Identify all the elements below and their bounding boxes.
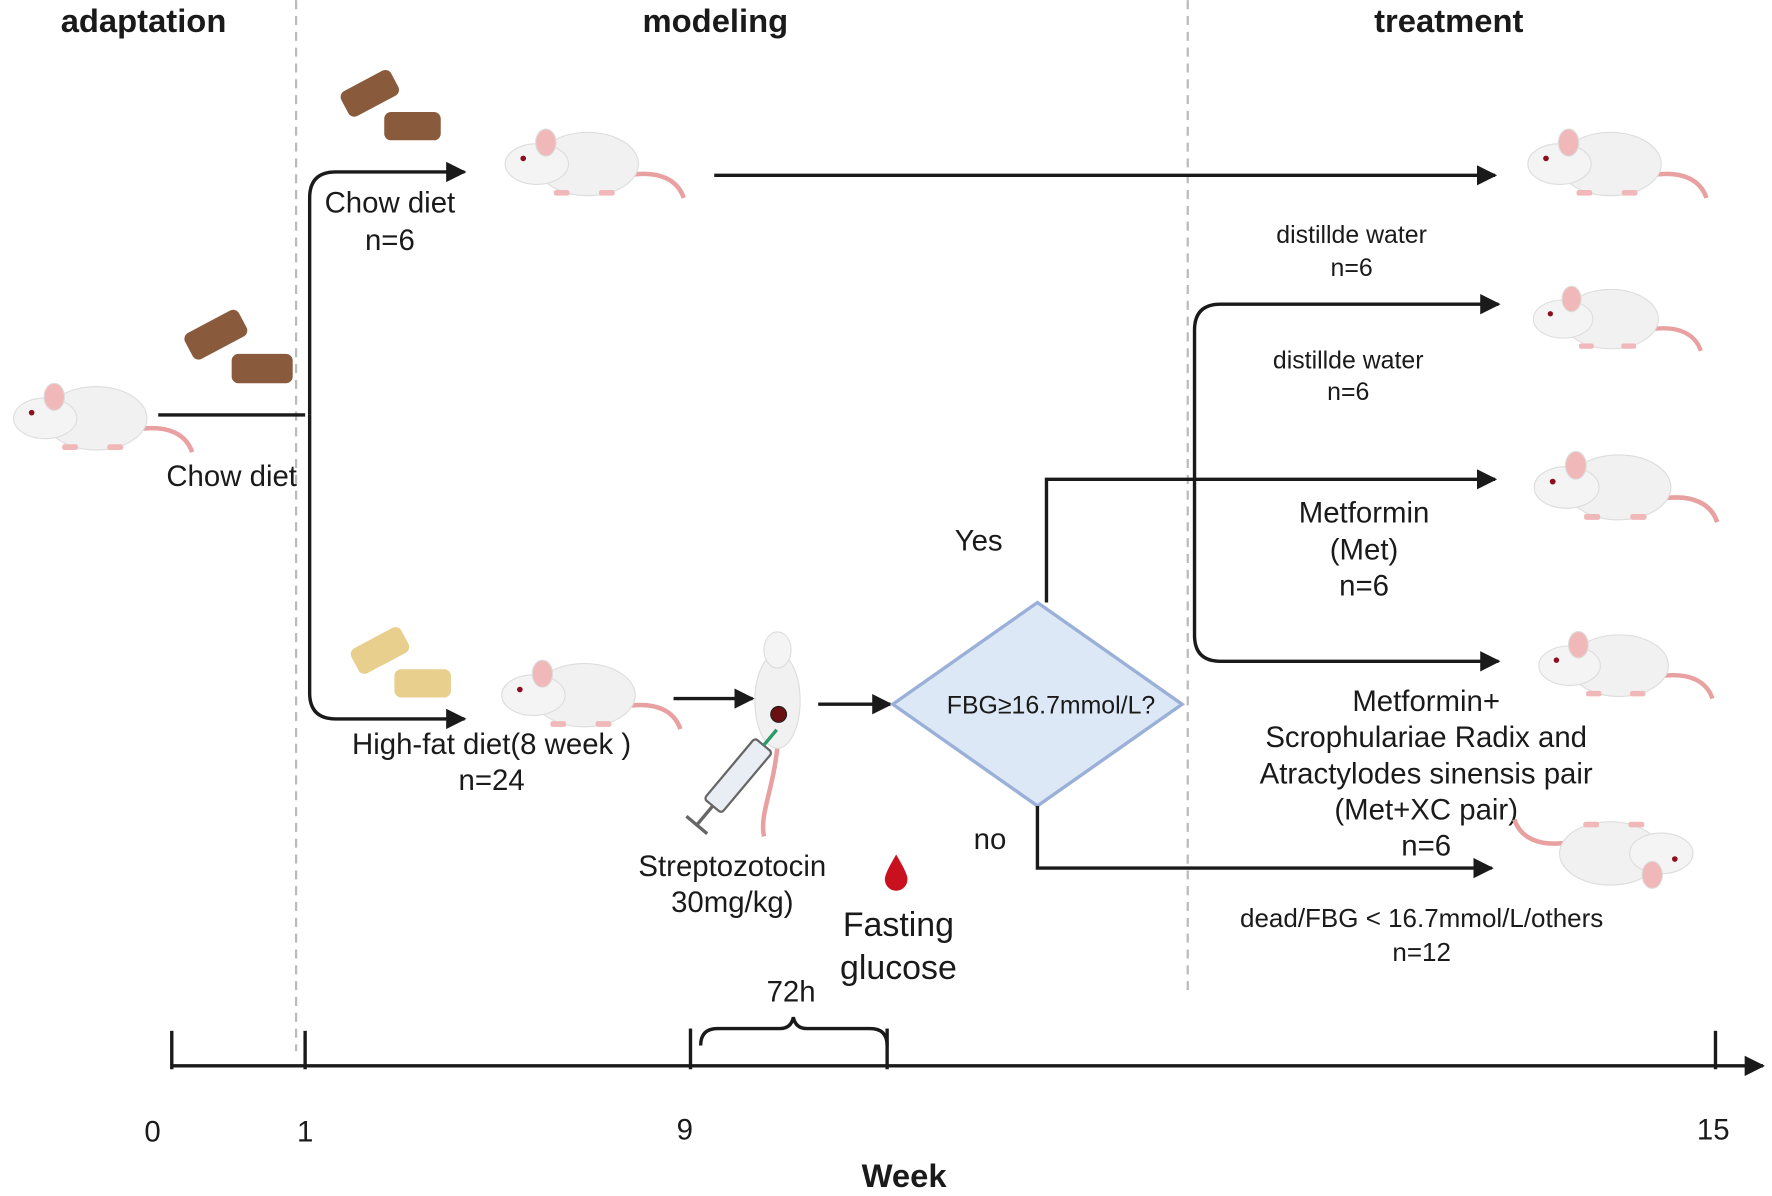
arrow-yes bbox=[1044, 469, 1498, 603]
group-4-line2: Scrophulariae Radix and bbox=[1265, 721, 1587, 754]
chow-pellet-icon bbox=[340, 69, 441, 141]
group-3-n: n=6 bbox=[1339, 570, 1389, 603]
model-n-label: n=24 bbox=[459, 764, 525, 797]
mouse-icon bbox=[1534, 451, 1717, 522]
mouse-icon bbox=[502, 660, 681, 729]
mouse-icon bbox=[1533, 286, 1700, 351]
injected-mouse-icon bbox=[754, 631, 801, 837]
group-3-line2: (Met) bbox=[1330, 534, 1399, 567]
fasting-line2: glucose bbox=[840, 949, 957, 987]
interval-brace bbox=[698, 1016, 889, 1046]
injection-line1: Streptozotocin bbox=[638, 850, 826, 883]
arrow-group-4 bbox=[1192, 479, 1501, 672]
dead-mouse-icon bbox=[1514, 820, 1693, 889]
control-diet-label: Chow diet bbox=[325, 187, 456, 220]
arrow-no bbox=[1035, 805, 1494, 879]
interval-label: 72h bbox=[767, 975, 816, 1008]
decision-diamond bbox=[889, 600, 1186, 809]
phase-modeling: modeling bbox=[643, 2, 789, 39]
timeline-ticks bbox=[170, 1028, 1718, 1070]
group-1-n: n=6 bbox=[1331, 254, 1373, 282]
excluded-label: dead/FBG < 16.7mmol/L/others bbox=[1240, 903, 1603, 933]
tick-label: 15 bbox=[1697, 1113, 1730, 1146]
axis-label: Week bbox=[862, 1157, 948, 1194]
group-1-label: distillde water bbox=[1276, 221, 1427, 249]
control-n-label: n=6 bbox=[365, 224, 415, 257]
adaptation-diet-label: Chow diet bbox=[166, 460, 297, 493]
fasting-line1: Fasting bbox=[843, 906, 954, 944]
arrow-group-2 bbox=[1192, 294, 1501, 480]
phase-treatment: treatment bbox=[1374, 2, 1523, 39]
decision-question: FBG≥16.7mmol/L? bbox=[947, 691, 1155, 719]
group-2-n: n=6 bbox=[1327, 378, 1369, 406]
tick-label: 0 bbox=[144, 1116, 160, 1149]
decision-yes-label: Yes bbox=[955, 525, 1003, 558]
arrow-model bbox=[307, 414, 467, 730]
group-4-line1: Metformin+ bbox=[1352, 685, 1500, 718]
group-4-line4: (Met+XC pair) bbox=[1334, 794, 1518, 827]
decision-no-label: no bbox=[974, 823, 1007, 856]
syringe-icon bbox=[685, 728, 778, 835]
highfat-pellet-icon bbox=[350, 627, 451, 698]
mouse-icon bbox=[14, 383, 193, 452]
group-4-line3: Atractylodes sinensis pair bbox=[1260, 757, 1593, 790]
model-diet-label: High-fat diet(8 week ) bbox=[352, 728, 631, 761]
blood-drop-icon bbox=[884, 854, 908, 891]
excluded-n: n=12 bbox=[1392, 937, 1451, 967]
tick-label: 1 bbox=[297, 1116, 313, 1149]
tick-label: 9 bbox=[677, 1113, 693, 1146]
mouse-icon bbox=[1539, 632, 1713, 699]
mouse-icon bbox=[505, 129, 684, 198]
arrow-control bbox=[307, 161, 467, 415]
group-2-label: distillde water bbox=[1273, 347, 1424, 375]
group-3-line1: Metformin bbox=[1299, 496, 1430, 529]
injection-line2: 30mg/kg) bbox=[671, 886, 793, 919]
phase-adaptation: adaptation bbox=[61, 2, 227, 39]
group-4-n: n=6 bbox=[1401, 830, 1451, 863]
mouse-icon bbox=[1528, 129, 1707, 198]
chow-pellet-icon bbox=[184, 309, 293, 384]
